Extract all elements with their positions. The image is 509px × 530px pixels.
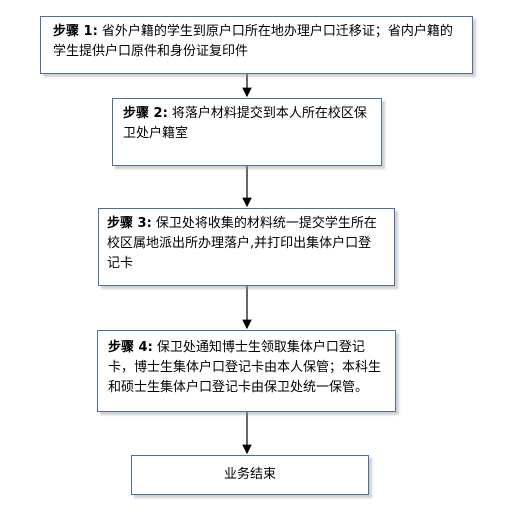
step-1-box: 步骤 1: 省外户籍的学生到原户口所在地办理户口迁移证；省内户籍的学生提供户口原… [40,16,473,74]
step-2-label: 步骤 2: [123,106,168,121]
end-box: 业务结束 [131,455,369,495]
step-4-box: 步骤 4: 保卫处通知博士生领取集体户口登记卡，博士生集体户口登记卡由本人保管；… [97,330,396,412]
step-3-text: 保卫处将收集的材料统一提交学生所在校区属地派出所办理落户,并打印出集体户口登记卡 [107,216,377,271]
end-text: 业务结束 [223,467,276,482]
step-1-text: 省外户籍的学生到原户口所在地办理户口迁移证；省内户籍的学生提供户口原件和身份证复… [53,24,453,59]
step-1-label: 步骤 1: [53,24,98,39]
step-2-text: 将落户材料提交到本人所在校区保卫处户籍室 [123,106,367,141]
step-4-text: 保卫处通知博士生领取集体户口登记卡，博士生集体户口登记卡由本人保管；本科生和硕士… [108,340,382,395]
step-2-box: 步骤 2: 将落户材料提交到本人所在校区保卫处户籍室 [112,98,382,166]
step-3-label: 步骤 3: [107,216,152,231]
step-4-label: 步骤 4: [108,340,153,355]
step-3-box: 步骤 3: 保卫处将收集的材料统一提交学生所在校区属地派出所办理落户,并打印出集… [98,208,395,286]
